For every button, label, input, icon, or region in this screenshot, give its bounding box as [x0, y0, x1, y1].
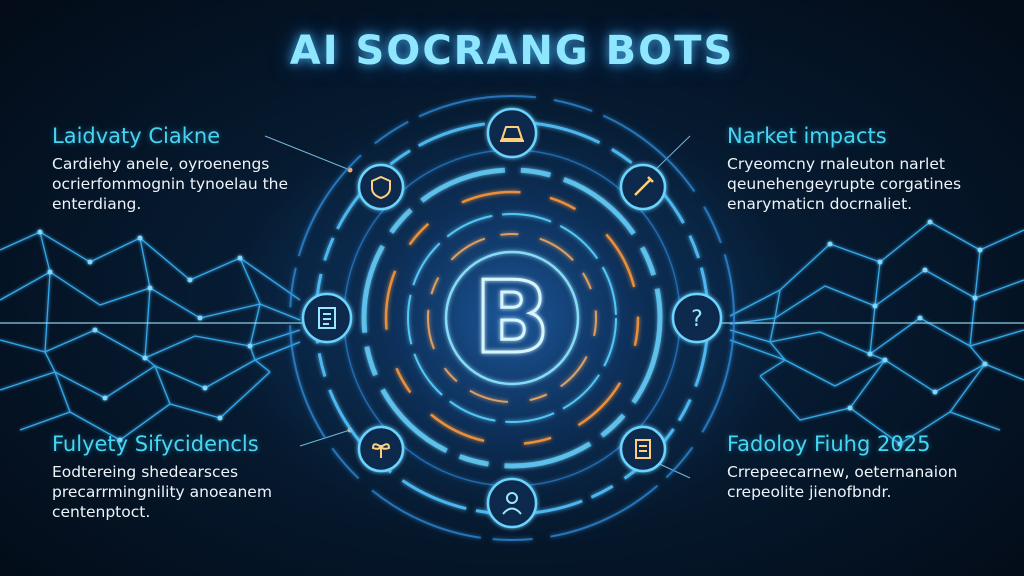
- clipboard-icon: [619, 425, 667, 473]
- panel-line: precarrmingnility anoeanem: [52, 483, 272, 501]
- panel-line: Cryeomcny rnaleuton narlet: [727, 155, 945, 173]
- panel-body: Crrepeecarnew, oeternanaion crepeolite j…: [727, 462, 987, 502]
- panel-line: Eodtereing shedearsces: [52, 463, 239, 481]
- panel-heading: Fadoloy Fiuhg 2025: [727, 432, 931, 456]
- panel-line: crepeolite jienofbndr.: [727, 483, 892, 501]
- person-icon: [486, 477, 538, 529]
- panel-heading: Narket impacts: [727, 124, 887, 148]
- document-icon: [301, 292, 353, 344]
- plant-icon: [357, 425, 405, 473]
- page-title: AI SOCRANG BOTS: [289, 28, 735, 74]
- hat-icon: [486, 107, 538, 159]
- panel-line: qeunehengeyrupte corgatines: [727, 175, 962, 193]
- panel-body: Cryeomcny rnaleuton narlet qeunehengeyru…: [727, 154, 987, 214]
- panel-line: Cardiehy anele, oyroenengs: [52, 155, 270, 173]
- svg-text:?: ?: [691, 307, 703, 332]
- panel-top-right: Narket impacts Cryeomcny rnaleuton narle…: [727, 124, 987, 214]
- panel-line: centenptoct.: [52, 503, 151, 521]
- center-logo: B: [474, 259, 550, 376]
- pen-icon: [619, 163, 667, 211]
- hub-glow: [312, 118, 712, 518]
- panel-body: Eodtereing shedearsces precarrmingnility…: [52, 462, 312, 522]
- question-icon: ?: [671, 292, 723, 344]
- panel-top-left: Laidvaty Ciakne Cardiehy anele, oyroenen…: [52, 124, 312, 214]
- shield-icon: [357, 163, 405, 211]
- panel-line: enarymaticn docrnaliet.: [727, 195, 913, 213]
- panel-line: ocrierfommognin tynoelau the: [52, 175, 289, 193]
- panel-line: Crrepeecarnew, oeternanaion: [727, 463, 958, 481]
- panel-body: Cardiehy anele, oyroenengs ocrierfommogn…: [52, 154, 312, 214]
- panel-heading: Fulyety Sifycidencls: [52, 432, 259, 456]
- panel-line: enterdiang.: [52, 195, 142, 213]
- panel-bottom-right: Fadoloy Fiuhg 2025 Crrepeecarnew, oetern…: [727, 432, 987, 502]
- panel-heading: Laidvaty Ciakne: [52, 124, 221, 148]
- panel-bottom-left: Fulyety Sifycidencls Eodtereing shedears…: [52, 432, 312, 522]
